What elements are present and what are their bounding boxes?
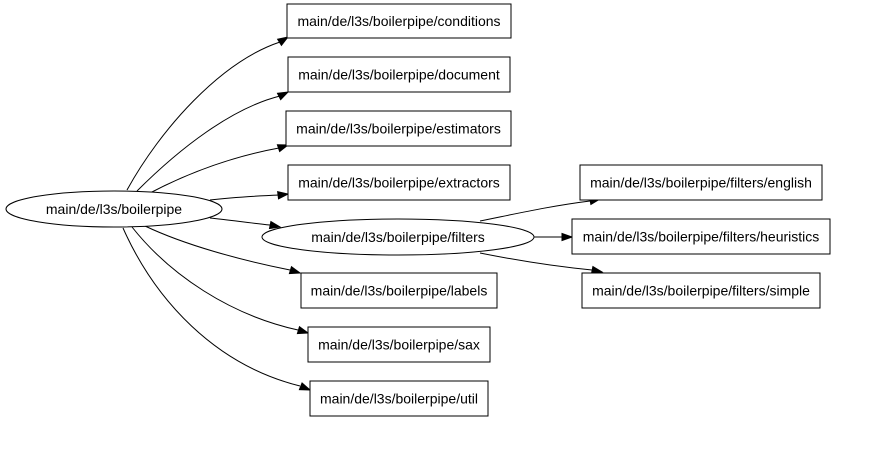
node-box: [571, 218, 831, 255]
node-label: main/de/l3s/boilerpipe/filters: [311, 229, 485, 245]
node-heuristics: main/de/l3s/boilerpipe/filters/heuristic…: [571, 218, 831, 255]
edge-arrowhead: [276, 144, 290, 153]
node-box: [287, 164, 511, 201]
edge-arrowhead: [561, 232, 574, 242]
edge-filters-to-english: [479, 200, 591, 222]
nodes-layer: main/de/l3s/boilerpipe main/de/l3s/boiler…: [5, 3, 831, 417]
edge-arrowhead: [296, 325, 310, 335]
node-label: main/de/l3s/boilerpipe/conditions: [297, 13, 500, 29]
edge-root-to-document: [136, 95, 281, 192]
node-label: main/de/l3s/boilerpipe/extractors: [298, 175, 500, 191]
node-document: main/de/l3s/boilerpipe/document: [287, 56, 511, 93]
node-ellipse: [5, 190, 223, 228]
node-labels: main/de/l3s/boilerpipe/labels: [300, 272, 498, 309]
edge-arrowhead: [268, 220, 282, 230]
edge-root-to-util: [122, 227, 301, 387]
node-conditions: main/de/l3s/boilerpipe/conditions: [286, 3, 512, 39]
edge-arrowhead: [276, 91, 290, 101]
edge-arrowhead: [298, 382, 312, 391]
node-estimators: main/de/l3s/boilerpipe/estimators: [285, 110, 512, 147]
edges-layer: [122, 36, 604, 391]
edge-filters-to-simple: [479, 252, 593, 271]
node-label: main/de/l3s/boilerpipe/labels: [311, 283, 488, 299]
node-box: [309, 380, 489, 417]
node-label: main/de/l3s/boilerpipe/estimators: [296, 121, 501, 137]
node-label: main/de/l3s/boilerpipe/sax: [318, 337, 480, 353]
node-label: main/de/l3s/boilerpipe/filters/english: [590, 175, 812, 191]
node-box: [300, 272, 498, 309]
edge-root-to-filters: [209, 217, 271, 226]
node-label: main/de/l3s/boilerpipe/util: [320, 391, 478, 407]
node-box: [285, 110, 512, 147]
edge-arrowhead: [277, 191, 290, 200]
edge-root-to-conditions: [126, 41, 281, 191]
edge-root-to-extractors: [209, 194, 281, 201]
edge-arrowhead: [276, 36, 290, 47]
node-root: main/de/l3s/boilerpipe: [5, 190, 223, 228]
node-util: main/de/l3s/boilerpipe/util: [309, 380, 489, 417]
edge-root-to-sax: [131, 226, 299, 331]
node-ellipse: [261, 218, 535, 256]
node-label: main/de/l3s/boilerpipe/document: [298, 67, 500, 83]
node-filters: main/de/l3s/boilerpipe/filters: [261, 218, 535, 256]
edge-arrowhead: [288, 265, 302, 275]
node-extractors: main/de/l3s/boilerpipe/extractors: [287, 164, 511, 201]
node-english: main/de/l3s/boilerpipe/filters/english: [579, 164, 823, 201]
edge-root-to-estimators: [149, 147, 280, 194]
node-box: [579, 164, 823, 201]
node-label: main/de/l3s/boilerpipe/filters/simple: [592, 283, 810, 299]
node-sax: main/de/l3s/boilerpipe/sax: [307, 326, 491, 363]
edge-root-to-labels: [144, 225, 291, 271]
node-box: [581, 272, 821, 309]
node-simple: main/de/l3s/boilerpipe/filters/simple: [581, 272, 821, 309]
node-box: [307, 326, 491, 363]
node-label: main/de/l3s/boilerpipe: [46, 201, 182, 217]
node-box: [286, 3, 512, 39]
node-box: [287, 56, 511, 93]
node-label: main/de/l3s/boilerpipe/filters/heuristic…: [583, 229, 820, 245]
